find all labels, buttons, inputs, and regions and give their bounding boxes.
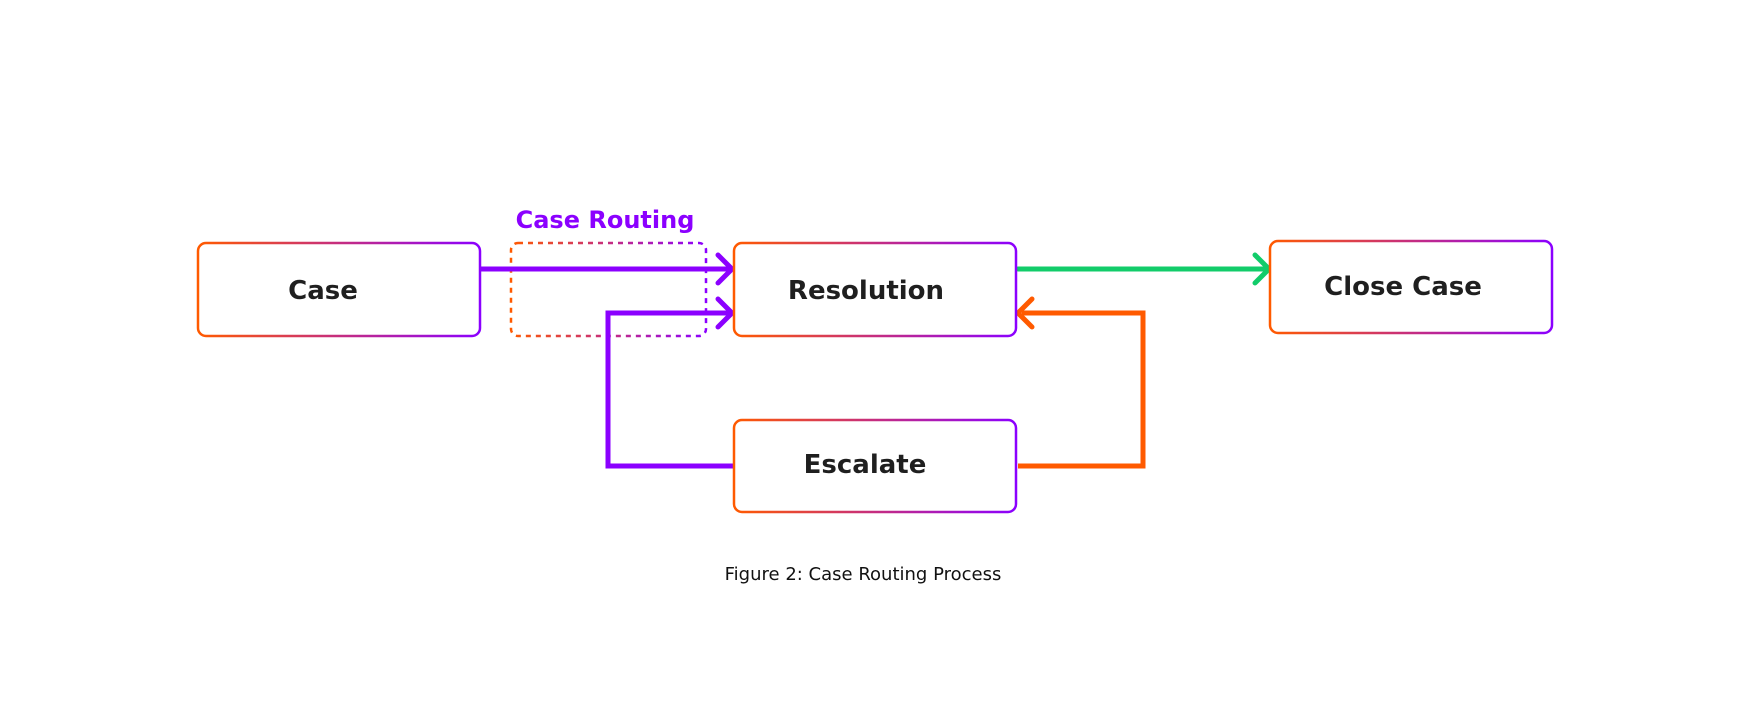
edge-resolution-to-escalate [1015, 296, 1146, 469]
edge-escalate-to-resolution [605, 296, 735, 469]
node-case[interactable]: Case [196, 241, 482, 338]
node-label: Escalate [804, 450, 927, 480]
node-escalate[interactable]: Escalate [732, 418, 1018, 514]
arrowhead-icon [715, 252, 735, 286]
node-label: Close Case [1324, 272, 1482, 302]
node-close-case[interactable]: Close Case [1268, 239, 1554, 335]
node-label: Resolution [788, 276, 944, 306]
edge-resolution-to-close-case [1015, 252, 1272, 286]
arrowhead-icon [1015, 296, 1035, 330]
node-resolution[interactable]: Resolution [732, 241, 1018, 338]
edge-case-to-resolution [477, 252, 735, 286]
arrowhead-icon [715, 296, 735, 330]
figure-caption: Figure 2: Case Routing Process [725, 564, 1002, 585]
group-label-case-routing: Case Routing [516, 206, 695, 234]
node-label: Case [288, 276, 358, 306]
